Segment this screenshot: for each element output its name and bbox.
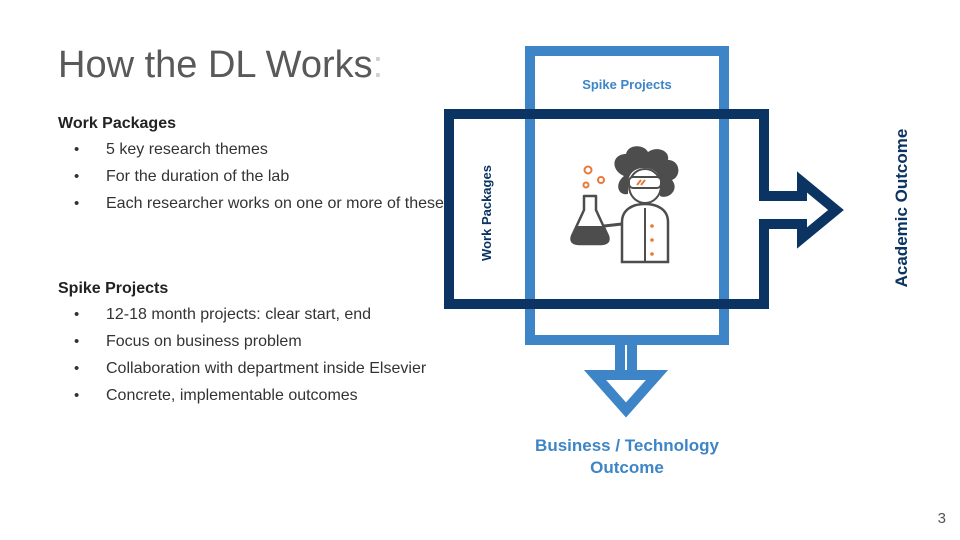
spike-projects-list: 12-18 month projects: clear start, end F… [58,304,478,412]
list-item: For the duration of the lab [58,166,463,188]
scientist-icon [570,146,679,264]
work-packages-list: 5 key research themes For the duration o… [58,139,463,220]
business-outcome-label-line2: Outcome [590,458,664,477]
list-item: 5 key research themes [58,139,463,161]
work-packages-frame [444,109,844,309]
academic-outcome-label: Academic Outcome [892,129,911,288]
work-packages-heading: Work Packages [58,115,176,132]
spike-projects-heading: Spike Projects [58,280,169,297]
list-item: Each researcher works on one or more of … [58,193,463,215]
title-colon: : [372,44,384,86]
work-packages-label: Work Packages [479,165,494,261]
list-item: Focus on business problem [58,331,478,353]
list-item: Concrete, implementable outcomes [58,385,478,407]
spike-projects-frame [525,46,729,418]
page-number: 3 [937,510,946,527]
spike-projects-label: Spike Projects [582,77,672,92]
business-outcome-label-line1: Business / Technology [535,436,719,455]
slide-title: How the DL Works: [58,44,383,87]
title-text: How the DL Works [58,44,373,86]
list-item: 12-18 month projects: clear start, end [58,304,478,326]
list-item: Collaboration with department inside Els… [58,358,478,380]
